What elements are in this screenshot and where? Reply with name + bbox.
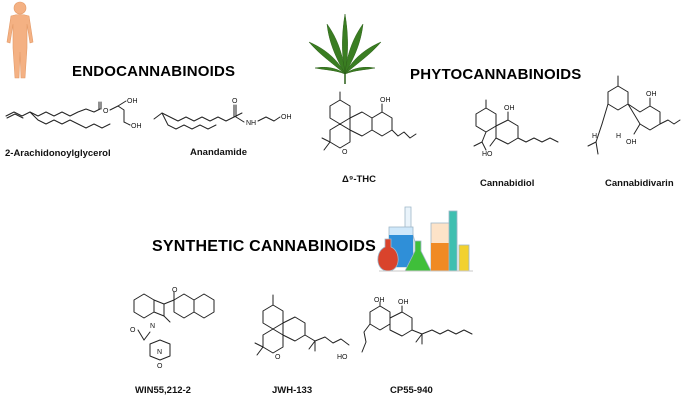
atom-ho: HO — [337, 354, 348, 361]
structure-thc: OH O — [321, 91, 417, 156]
structure-win55212-2: O N O N O — [130, 287, 215, 370]
atom-oh-2: OH — [131, 123, 142, 130]
atom-o: O — [103, 108, 109, 115]
atom-n: N — [150, 323, 155, 330]
label-win55212-2: WIN55,212-2 — [135, 385, 191, 396]
atom-oh: OH — [504, 105, 515, 112]
structure-anandamide: O NH OH — [153, 98, 292, 130]
atom-nh: NH — [246, 120, 256, 127]
label-jwh-133: JWH-133 — [272, 385, 313, 396]
atom-h-1: H — [592, 133, 597, 140]
structure-cbd: OH HO — [473, 99, 559, 158]
label-anandamide: Anandamide — [190, 147, 248, 158]
atom-n-2: N — [157, 349, 162, 356]
atom-h-2: H — [616, 133, 621, 140]
label-cp55-940: CP55-940 — [390, 385, 433, 396]
human-body-icon — [6, 1, 34, 79]
structure-jwh-133: O HO — [254, 294, 350, 361]
atom-o: O — [172, 287, 178, 294]
atom-oh-1: OH — [127, 98, 138, 105]
label-2-ag: 2-Arachidonoylglycerol — [5, 148, 111, 159]
atom-o-3: O — [157, 363, 163, 370]
heading-synthetic-cannabinoids: SYNTHETIC CANNABINOIDS — [152, 238, 376, 255]
atom-ho: HO — [482, 151, 493, 158]
label-cannabidiol: Cannabidiol — [480, 178, 535, 189]
atom-o: O — [232, 98, 238, 105]
atom-oh: OH — [380, 97, 391, 104]
atom-o: O — [275, 354, 281, 361]
atom-oh: OH — [374, 297, 385, 304]
atom-oh: OH — [646, 91, 657, 98]
atom-oh-2: OH — [398, 299, 409, 306]
structure-cbdv: H H OH OH — [587, 75, 681, 155]
lab-glassware-icon — [377, 206, 473, 272]
atom-o-2: O — [130, 327, 136, 334]
heading-phytocannabinoids: PHYTOCANNABINOIDS — [410, 66, 582, 83]
label-cannabidivarin: Cannabidivarin — [605, 178, 674, 189]
cannabis-leaf-icon — [308, 13, 382, 84]
structure-cp55-940: OH OH — [361, 297, 473, 353]
atom-o: O — [342, 149, 348, 156]
atom-oh-2: OH — [626, 139, 637, 146]
label-thc: Δ⁹-THC — [342, 174, 377, 185]
heading-endocannabinoids: ENDOCANNABINOIDS — [72, 63, 236, 80]
structure-2-ag: O OH OH — [5, 98, 142, 130]
atom-oh: OH — [281, 114, 292, 121]
